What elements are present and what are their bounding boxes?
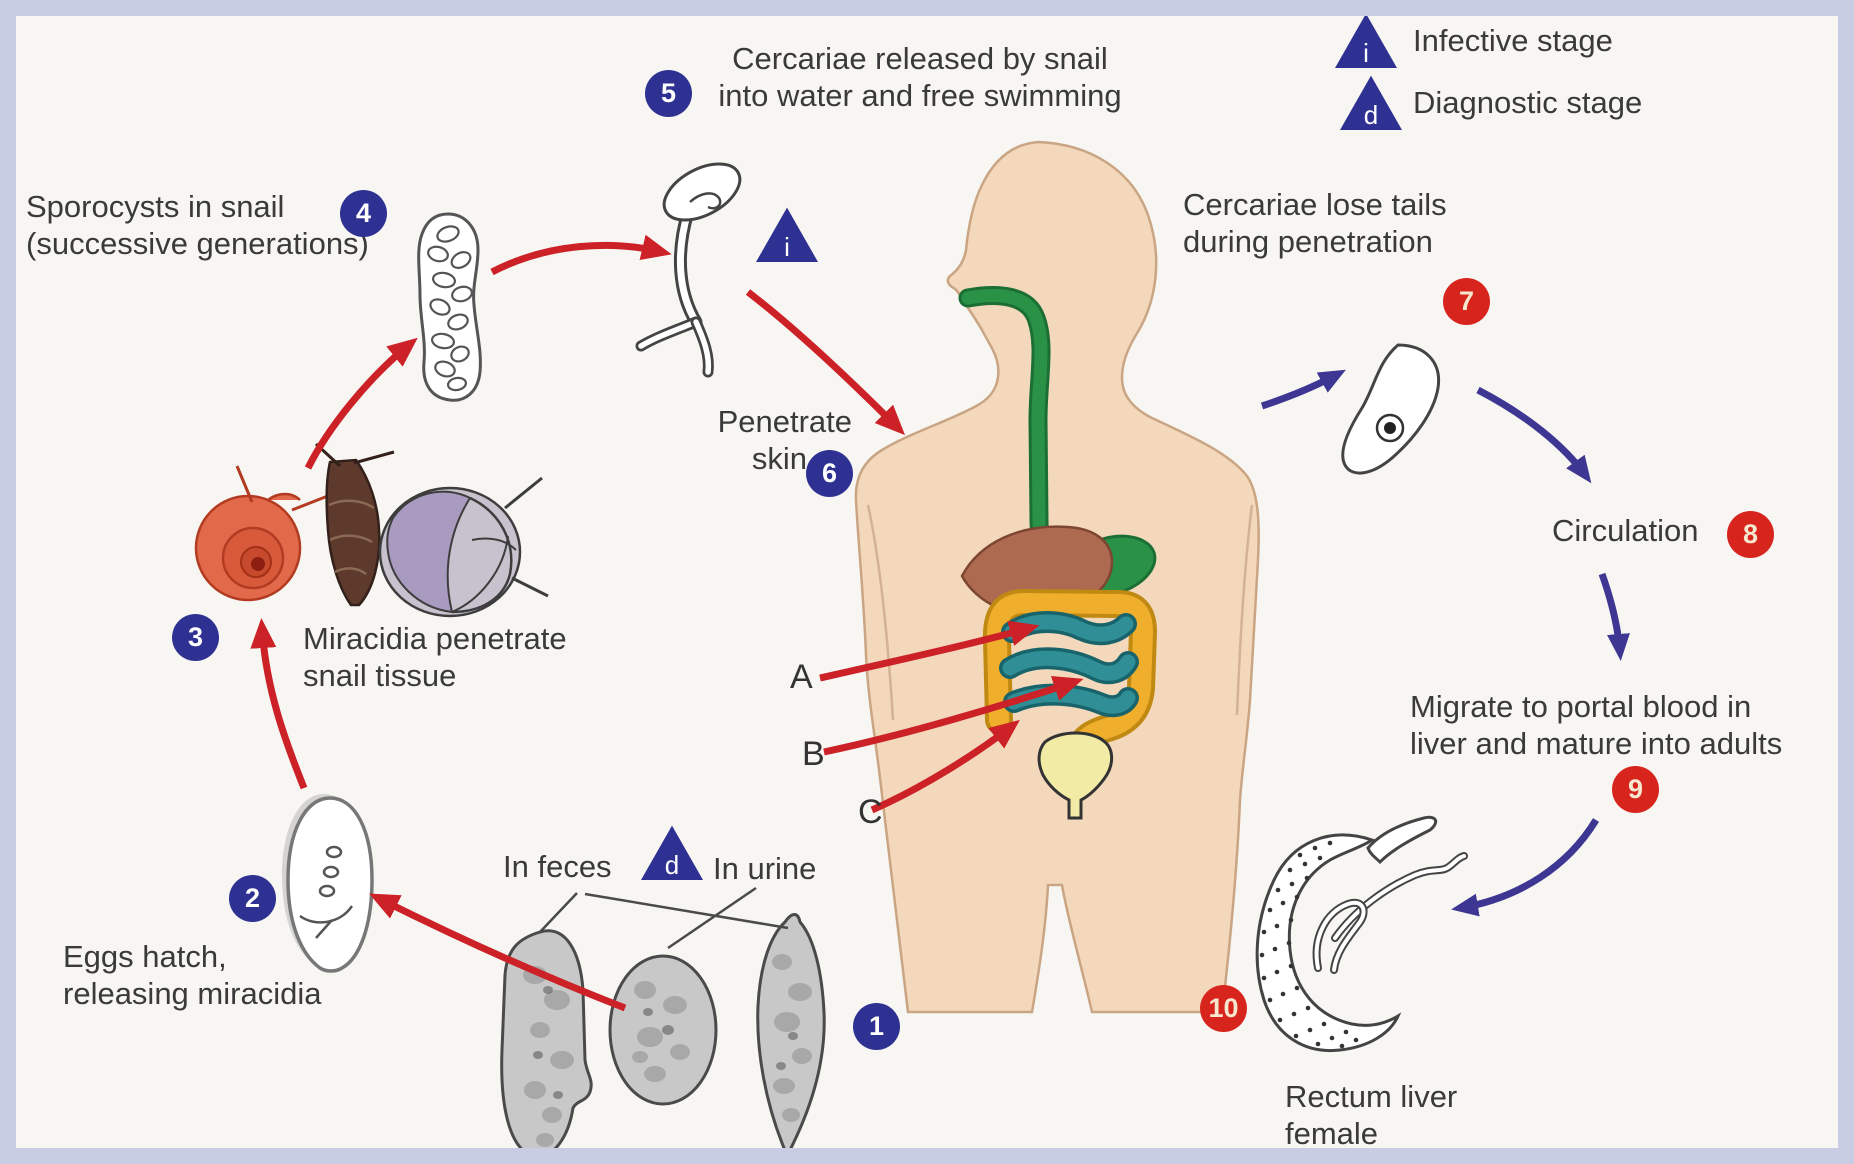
schistosomulum-illustration <box>1341 343 1441 475</box>
arrow-schistosomulum-to-circulation <box>1476 386 1592 484</box>
stage-9-badge: 9 <box>1612 766 1659 813</box>
stage-6-badge: 6 <box>806 450 853 497</box>
stage-1-badge: 1 <box>853 1003 900 1050</box>
eggs-illustration <box>500 886 826 1159</box>
organ-pointer-a: A <box>790 658 813 696</box>
stage-2-badge: 2 <box>229 875 276 922</box>
colon-organ <box>982 589 1157 764</box>
purple-arrows <box>1260 369 1630 917</box>
arrow-pointer-c <box>870 719 1020 814</box>
brown-snail <box>314 442 395 607</box>
stage-4-label: Sporocysts in snail (successive generati… <box>26 189 369 261</box>
diagnostic-marker-symbol: d <box>664 850 680 880</box>
egg-round <box>608 954 718 1106</box>
stage-8-badge: 8 <box>1727 511 1774 558</box>
legend-infective-label: Infective stage <box>1413 23 1613 58</box>
stage-5-badge: 5 <box>645 70 692 117</box>
worm-stipple <box>1259 840 1359 1049</box>
stage-2-label: Eggs hatch, releasing miracidia <box>63 939 322 1011</box>
stage-3-badge: 3 <box>172 614 219 661</box>
stage-4-badge: 4 <box>340 190 387 237</box>
stage-10-badge: 10 <box>1200 985 1247 1032</box>
organ-pointer-b: B <box>802 735 825 773</box>
adult-worm-illustration <box>1255 815 1468 1053</box>
egg-pointer-lines <box>539 886 789 950</box>
arrow-eggs-to-miracidium <box>369 893 627 1012</box>
snails-illustration <box>194 442 549 618</box>
arrow-snails-to-sporocyst <box>304 337 418 470</box>
legend-diagnostic-label: Diagnostic stage <box>1413 85 1643 120</box>
red-snail <box>194 465 339 602</box>
infective-symbol: i <box>1363 38 1369 68</box>
egg-terminal-spine <box>756 913 826 1154</box>
arrow-stage9-to-worm <box>1451 818 1599 917</box>
in-feces-label: In feces <box>503 849 612 884</box>
stage-3-label: Miracidia penetrate snail tissue <box>303 621 567 693</box>
stage-5-label: Cercariae released by snail into water a… <box>718 41 1122 113</box>
purple-snail <box>378 476 549 618</box>
stage-10-label: Rectum liver female <box>1285 1079 1458 1151</box>
stage-6-label-line2: skin <box>751 441 807 476</box>
stage-6-label-line1: Penetrate <box>717 404 852 439</box>
red-arrows <box>250 234 1084 1012</box>
infective-marker-symbol: i <box>784 232 790 262</box>
arrow-circulation-down <box>1598 572 1630 661</box>
cercaria-illustration <box>635 162 742 378</box>
diagnostic-symbol: d <box>1363 100 1379 130</box>
stage-7-badge: 7 <box>1443 278 1490 325</box>
arrow-body-to-schistosomulum <box>1260 369 1346 410</box>
arrow-miracidium-to-snails <box>250 618 308 790</box>
arrow-cercaria-to-skin <box>745 289 906 436</box>
human-body-illustration <box>854 140 1260 1014</box>
stage-7-label: Cercariae lose tails during penetration <box>1183 187 1447 259</box>
arrow-pointer-a <box>819 620 1040 682</box>
miracidium-illustration <box>282 794 374 973</box>
organ-pointer-c: C <box>858 793 883 831</box>
stage-8-label: Circulation <box>1552 513 1699 548</box>
in-urine-label: In urine <box>713 851 817 886</box>
sporocyst-illustration <box>417 212 482 402</box>
arrow-sporocyst-to-cercaria <box>490 234 672 276</box>
bladder-organ <box>1037 731 1114 820</box>
stage-9-label: Migrate to portal blood in liver and mat… <box>1410 689 1783 761</box>
arrow-pointer-b <box>823 675 1084 756</box>
